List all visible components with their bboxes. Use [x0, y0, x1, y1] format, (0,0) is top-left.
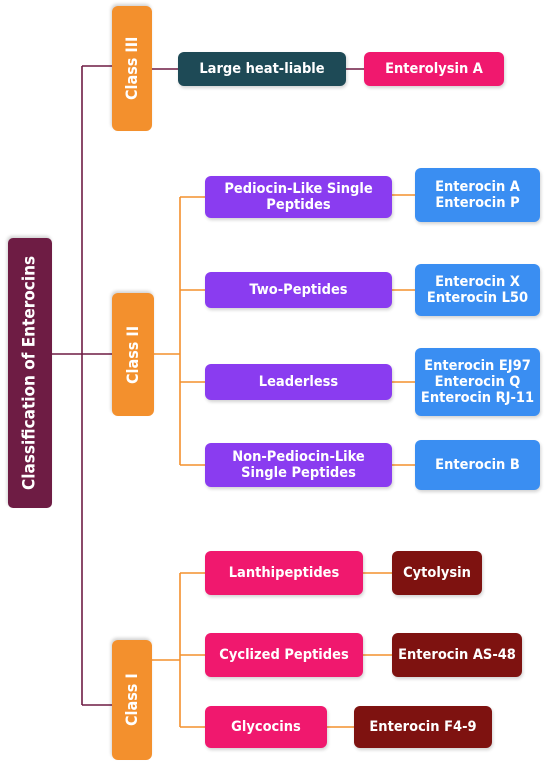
class3-example-enterolysin-a: Enterolysin A: [364, 52, 504, 86]
root-connectors: [52, 65, 112, 706]
class2-subtype-pediocin-like: Pediocin-Like Single Peptides: [205, 176, 392, 218]
class2-subtype-non-pediocin-like: Non-Pediocin-Like Single Peptides: [205, 443, 392, 487]
class1-subtype-lanthipeptides: Lanthipeptides: [205, 551, 363, 595]
class2-subtype-two-peptides: Two-Peptides: [205, 272, 392, 308]
class2-node: Class II: [112, 293, 154, 416]
class2-example-non-pediocin-like: Enterocin B: [415, 440, 540, 490]
class1-subtype-cyclized-peptides: Cyclized Peptides: [205, 633, 363, 677]
class1-example-enterocin-f4-9: Enterocin F4-9: [354, 706, 492, 748]
class1-node: Class I: [112, 640, 152, 760]
root-node: Classification of Enterocins: [8, 238, 52, 508]
class3-subtype-large-heat-liable: Large heat-liable: [178, 52, 346, 86]
class2-example-two-peptides: Enterocin X Enterocin L50: [415, 264, 540, 316]
class2-subtype-leaderless: Leaderless: [205, 364, 392, 400]
class1-example-cytolysin: Cytolysin: [392, 551, 482, 595]
class1-example-enterocin-as-48: Enterocin AS-48: [392, 633, 522, 677]
class2-example-pediocin-like: Enterocin A Enterocin P: [415, 168, 540, 222]
class1-subtype-glycocins: Glycocins: [205, 706, 327, 748]
class1-connectors: [152, 572, 392, 728]
class2-example-leaderless: Enterocin EJ97 Enterocin Q Enterocin RJ-…: [415, 348, 540, 416]
class3-node: Class III: [112, 6, 152, 131]
class2-connectors: [154, 194, 415, 466]
